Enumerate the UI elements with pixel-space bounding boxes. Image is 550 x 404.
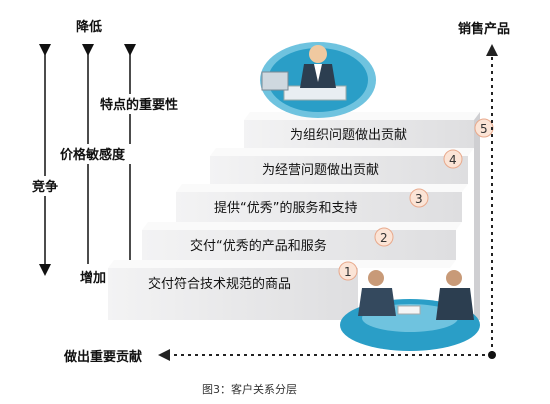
label-major-contribution: 做出重要贡献 xyxy=(63,349,142,365)
label-importance: 特点的重要性 xyxy=(100,97,178,113)
bottom-axis xyxy=(158,349,496,361)
step-1-number: 1 xyxy=(344,265,352,279)
origin-dot xyxy=(488,351,496,359)
step-4-text: 为经营问题做出贡献 xyxy=(262,163,379,178)
meeting-illustration xyxy=(340,270,480,351)
step-2-text: 交付“优秀的产品和服务 xyxy=(190,238,327,254)
step-5-number: 5 xyxy=(480,122,488,136)
label-increase: 增加 xyxy=(80,270,106,286)
step-3-text: 提供“优秀”的服务和支持 xyxy=(214,200,357,216)
step-1-text: 交付符合技术规范的商品 xyxy=(148,276,291,292)
label-price-sensitivity: 价格敏感度 xyxy=(60,147,126,163)
step-5-text: 为组织问题做出贡献 xyxy=(290,128,407,143)
label-sell-products: 销售产品 xyxy=(458,21,510,37)
executive-at-desk-illustration xyxy=(260,42,376,118)
step-2-number: 2 xyxy=(380,231,388,245)
step-5-top xyxy=(244,112,480,120)
label-decrease: 降低 xyxy=(76,19,102,35)
label-competition: 竞争 xyxy=(32,179,58,195)
step-3-number: 3 xyxy=(415,192,423,206)
step-number-badges: 5 4 3 2 1 xyxy=(338,118,494,281)
right-axis xyxy=(486,44,498,354)
figure-caption: 图3：客户关系分层 xyxy=(202,382,297,396)
step-1-front xyxy=(108,268,358,320)
step-2-front xyxy=(142,230,456,260)
step-5-front xyxy=(244,120,474,148)
step-4-front xyxy=(210,156,468,184)
step-4-number: 4 xyxy=(449,153,457,167)
